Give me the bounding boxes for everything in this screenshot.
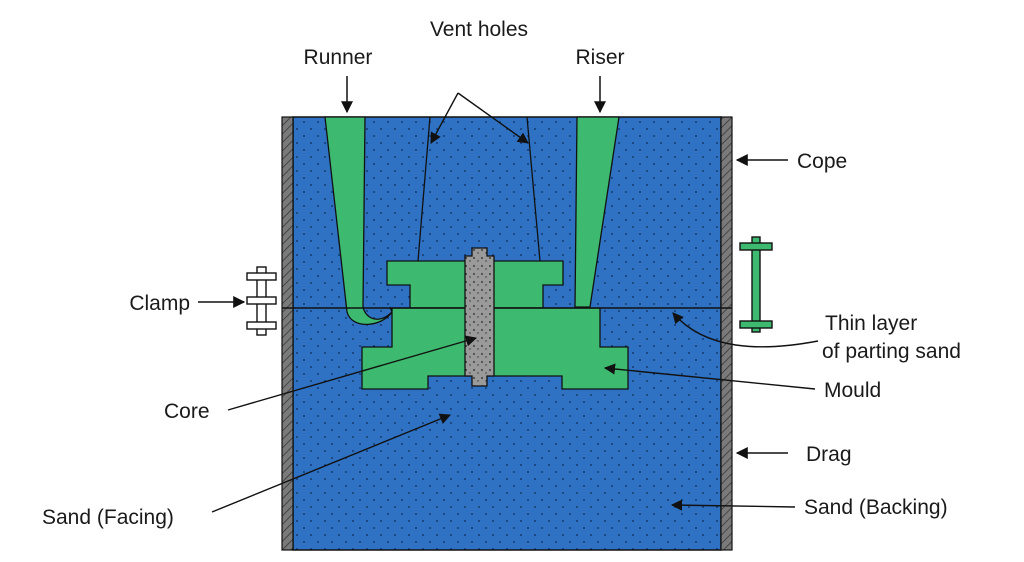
vent-hole-right <box>526 116 541 262</box>
flask-wall-right <box>720 116 733 551</box>
label-runner: Runner <box>304 46 373 69</box>
flask-wall-left <box>281 116 294 551</box>
core-leader <box>227 335 478 411</box>
vent-holes-leader-left <box>430 92 459 144</box>
riser-channel <box>574 116 620 308</box>
label-drag: Drag <box>806 443 852 466</box>
label-clamp: Clamp <box>129 292 190 315</box>
runner-channel <box>324 116 393 325</box>
mould-leader <box>603 363 816 390</box>
label-vent-holes: Vent holes <box>430 18 528 41</box>
vent-hole-left <box>417 116 431 262</box>
sand-backing-leader <box>670 499 796 511</box>
clamp-green-icon <box>739 236 773 333</box>
label-thin-layer-2: of parting sand <box>822 340 961 363</box>
vent-holes-leader-right <box>457 92 529 144</box>
label-cope: Cope <box>797 150 847 173</box>
label-riser: Riser <box>575 46 624 69</box>
thin-layer-leader <box>672 312 819 348</box>
sand-facing-leader <box>211 413 452 513</box>
core <box>464 247 495 387</box>
label-mould: Mould <box>824 379 881 402</box>
label-sand-backing: Sand (Backing) <box>804 496 948 519</box>
clamp-outline-icon <box>246 266 277 336</box>
mould-cavity-lower <box>361 307 629 390</box>
label-sand-facing: Sand (Facing) <box>42 506 174 529</box>
label-core: Core <box>164 400 210 423</box>
label-thin-layer-1: Thin layer <box>825 312 917 335</box>
